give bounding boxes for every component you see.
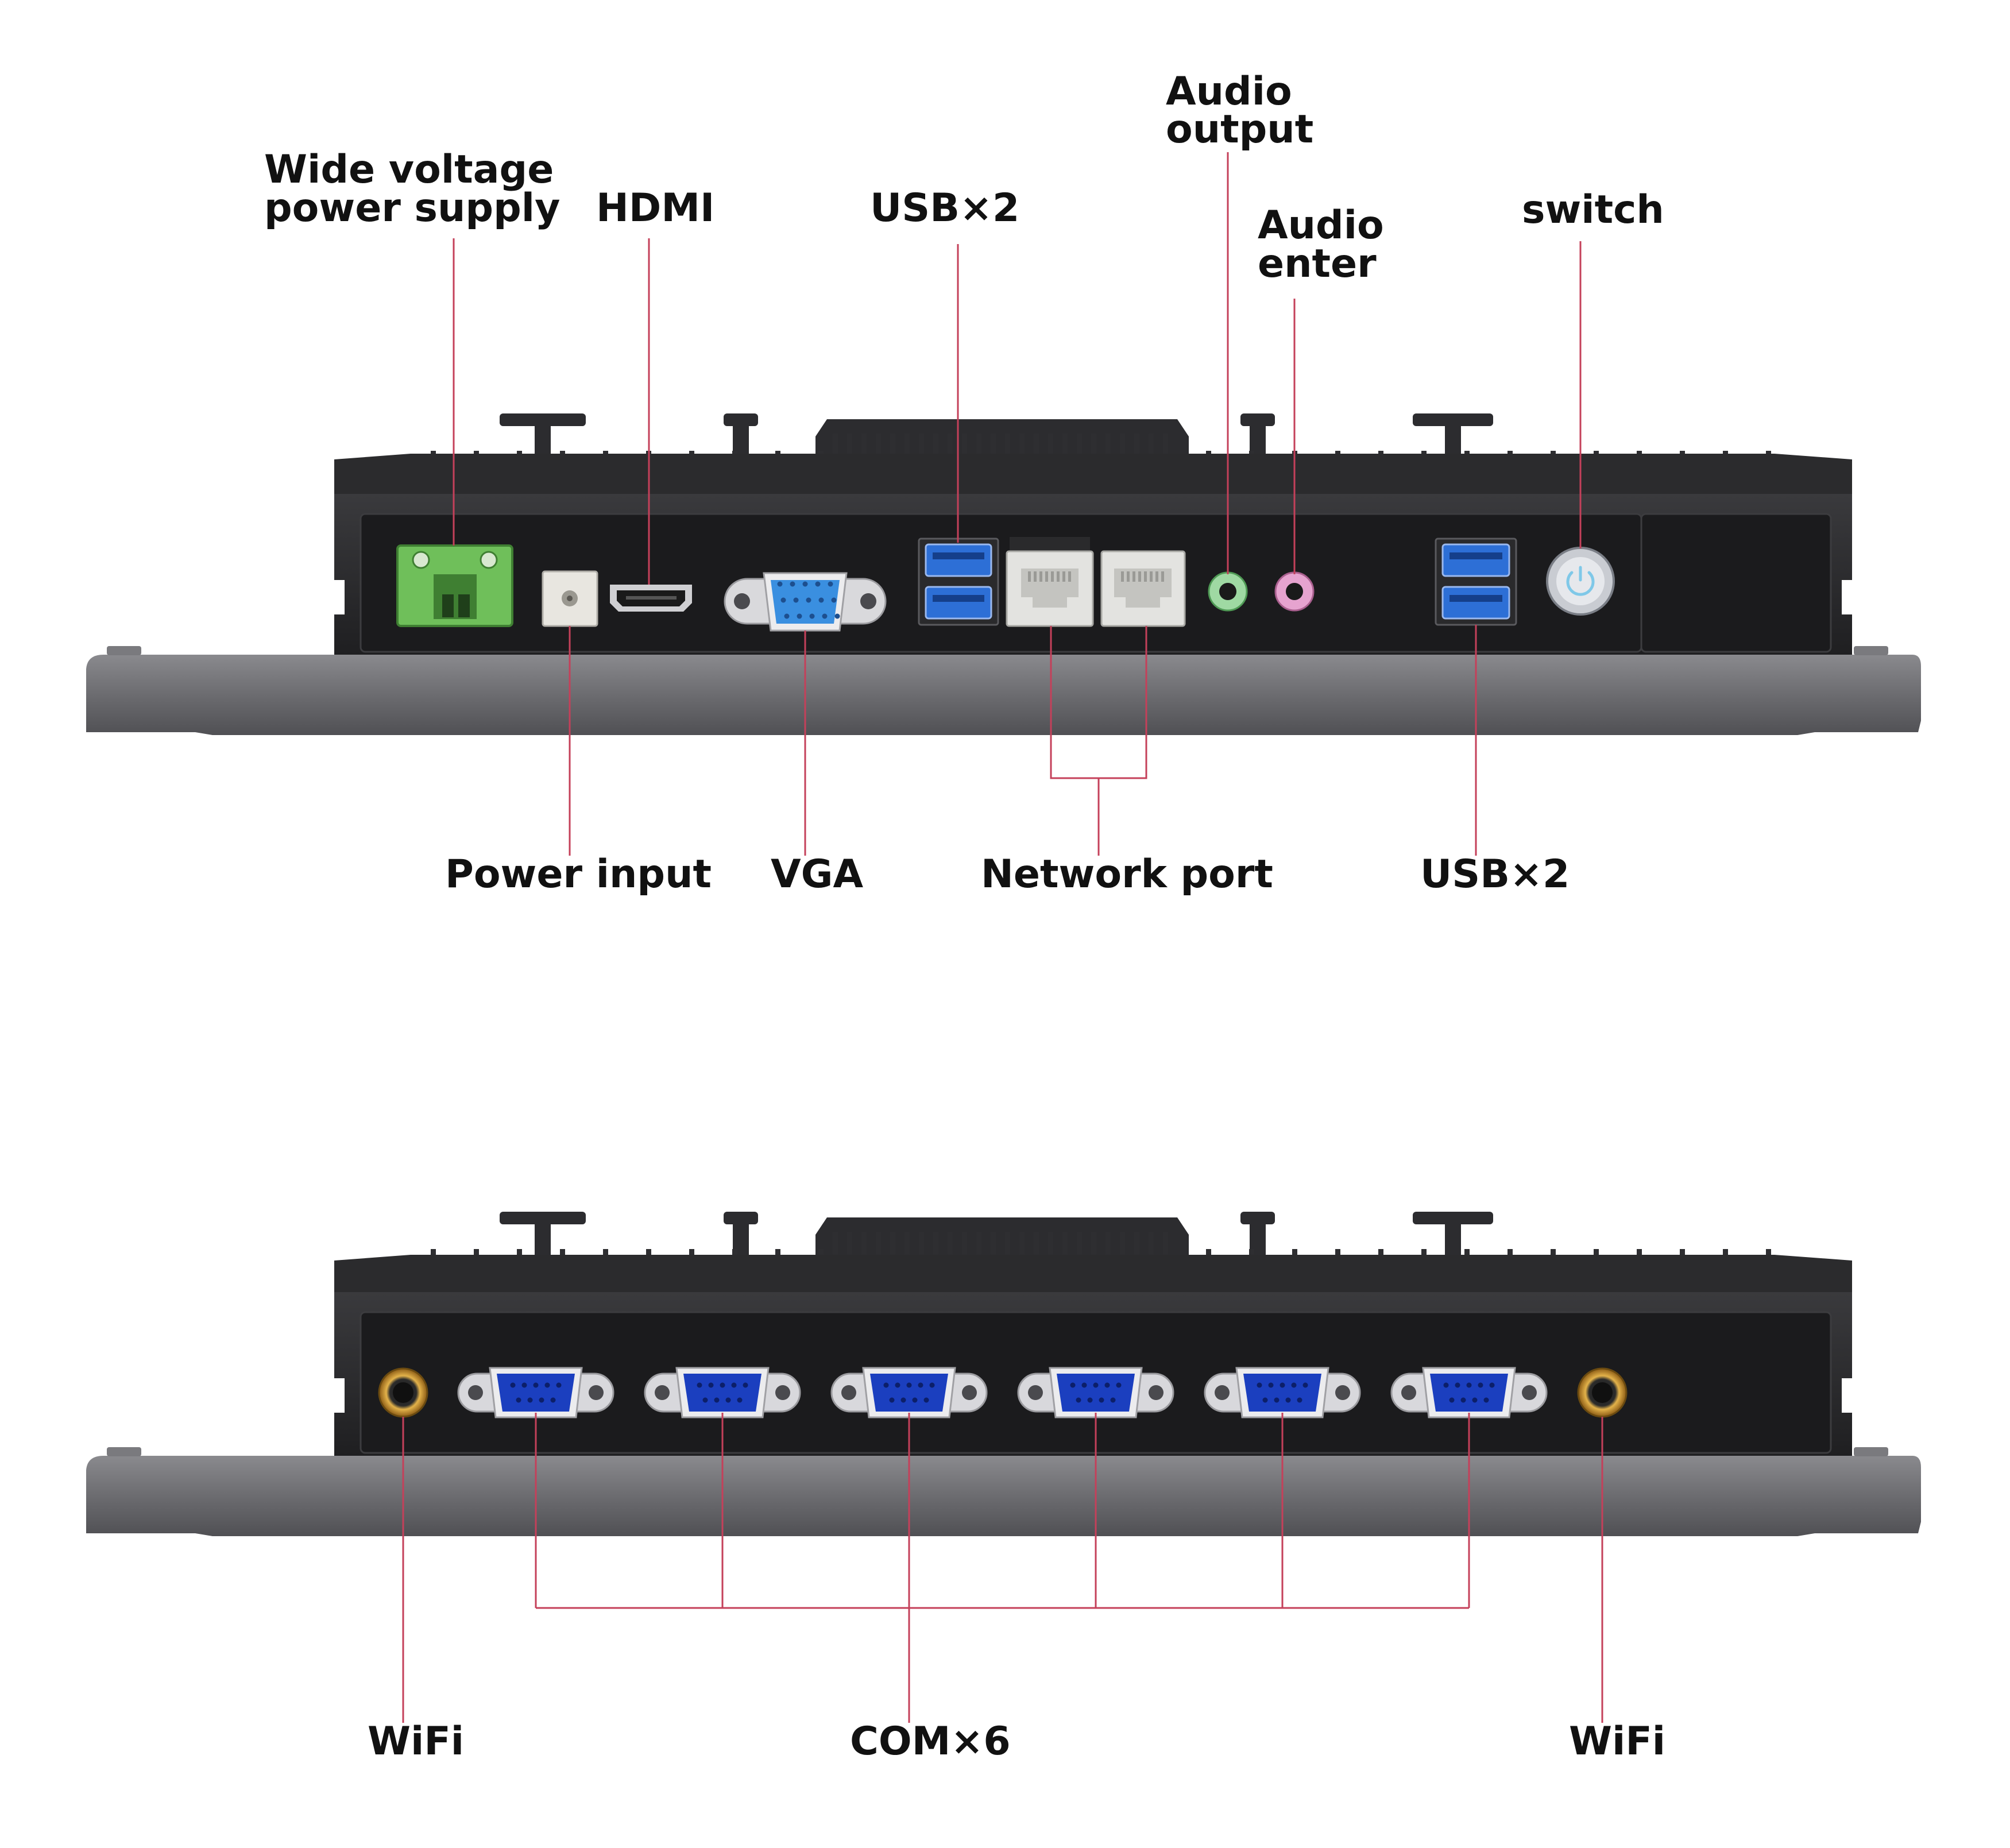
- audio-input-jack: [1274, 571, 1315, 612]
- label-usb-bottom: USB×2: [1420, 852, 1570, 897]
- wifi-antenna-right: [1577, 1367, 1628, 1418]
- dc-power-jack: [542, 570, 598, 627]
- wifi-antenna-left: [378, 1367, 428, 1418]
- label-audio-output-line2: output: [1166, 107, 1313, 152]
- label-hdmi: HDMI: [596, 185, 714, 231]
- label-network-port: Network port: [981, 852, 1273, 897]
- label-vga: VGA: [771, 852, 863, 897]
- audio-output-jack: [1208, 571, 1248, 612]
- usb-port-stack-right: [1435, 538, 1517, 626]
- hdmi-port: [610, 585, 692, 612]
- vga-port: [724, 572, 887, 632]
- com-port: [457, 1367, 614, 1418]
- label-com: COM×6: [850, 1719, 1011, 1764]
- label-switch: switch: [1522, 187, 1664, 233]
- label-audio-output-line1: Audio: [1166, 69, 1292, 114]
- power-icon: [1566, 571, 1595, 596]
- leader-lines-bottom: [402, 1413, 1603, 1723]
- com-port: [1390, 1367, 1548, 1418]
- label-usb-top: USB×2: [870, 185, 1019, 231]
- com-port: [644, 1367, 801, 1418]
- com-port: [1017, 1367, 1174, 1418]
- com-port: [830, 1367, 988, 1418]
- label-audio-enter-line2: enter: [1258, 241, 1377, 287]
- rj45-port-2: [1100, 550, 1186, 627]
- bezel-bottom: [86, 1456, 1921, 1536]
- label-wide-voltage-line2: power supply: [264, 185, 560, 231]
- com-ports: [457, 1367, 1548, 1418]
- top-io-panel: Wide voltage power supply HDMI USB×2 Aud…: [86, 69, 1921, 897]
- chassis-top: [334, 454, 1852, 494]
- bottom-io-panel: WiFi COM×6 WiFi: [86, 1212, 1921, 1764]
- label-audio-enter-line1: Audio: [1258, 203, 1384, 248]
- chassis-top-bottom: [334, 1255, 1852, 1292]
- label-wifi-left: WiFi: [368, 1719, 464, 1764]
- terminal-block-connector: [396, 544, 513, 627]
- label-wifi-right: WiFi: [1569, 1719, 1665, 1764]
- label-wide-voltage-line1: Wide voltage: [264, 147, 554, 192]
- com-port: [1204, 1367, 1361, 1418]
- usb-port-stack-left: [918, 538, 999, 626]
- bezel-top: [86, 655, 1921, 735]
- rj45-port-1: [1006, 537, 1094, 627]
- leader-lines-top: [453, 152, 1582, 856]
- power-switch[interactable]: [1546, 547, 1615, 616]
- label-power-input: Power input: [445, 852, 712, 897]
